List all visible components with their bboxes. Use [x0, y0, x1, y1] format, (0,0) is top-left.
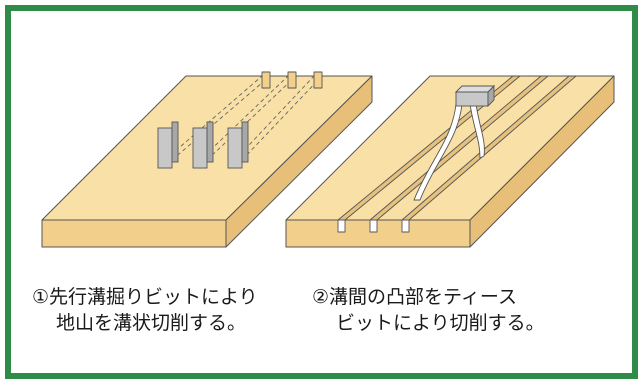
step2-caption: ②溝間の凸部をティース ビットにより切削する。 [312, 284, 545, 336]
teeth-bit-icon [413, 84, 496, 201]
trench-bit-icon [157, 121, 249, 169]
step1-line2: 地山を溝状切削する。 [56, 312, 247, 334]
step2-line1: ②溝間の凸部をティース [312, 286, 517, 308]
right-wood-block-icon [285, 75, 615, 248]
step1-caption: ①先行溝掘りビットにより 地山を溝状切削する。 [32, 284, 258, 336]
step1-line1: ①先行溝掘りビットにより [32, 286, 258, 308]
step2-line2: ビットにより切削する。 [336, 312, 545, 334]
